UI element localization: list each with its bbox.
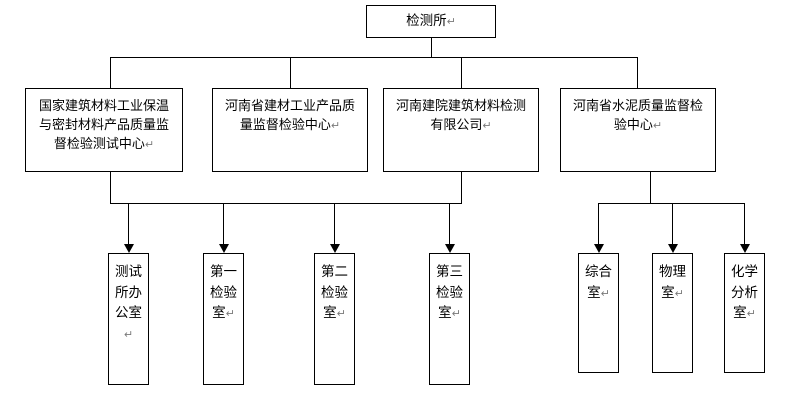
node-tier3-label: 第二检验室↵: [321, 264, 348, 322]
connector-drop-tier3-1: [128, 203, 129, 245]
connector-drop-tier2-b: [290, 57, 291, 88]
node-root-detection-institute[interactable]: 检测所↵: [366, 5, 496, 38]
carriage-return-mark: ↵: [123, 327, 134, 341]
carriage-return-mark: ↵: [446, 14, 456, 28]
node-tier3-label: 第三检验室↵: [436, 264, 463, 322]
node-tier3-first-inspection-room[interactable]: 第一检验室↵: [203, 253, 244, 385]
connector-tier3-bus-right: [598, 203, 745, 204]
connector-drop-tier2-c: [461, 57, 462, 88]
connector-drop-tier3-3: [334, 203, 335, 245]
connector-drop-tier2-d: [637, 57, 638, 88]
node-tier2-henan-building-materials-center[interactable]: 河南省建材工业产品质量监督检验中心↵: [212, 88, 368, 172]
connector-drop-tier3-4: [449, 203, 450, 245]
connector-stem-tier2-a-down: [110, 172, 111, 204]
node-tier2-national-insulation-center[interactable]: 国家建筑材料工业保温与密封材料产品质量监督检验测试中心↵: [25, 88, 183, 172]
carriage-return-mark: ↵: [746, 307, 756, 321]
node-tier3-chemical-analysis-room[interactable]: 化学分析室↵: [724, 253, 765, 373]
arrow-head-tier3-7: [740, 244, 750, 253]
connector-tier2-bus: [110, 57, 638, 58]
carriage-return-mark: ↵: [652, 118, 663, 132]
arrow-head-tier3-6: [668, 244, 678, 253]
carriage-return-mark: ↵: [144, 137, 155, 151]
node-tier2-label: 河南建院建筑材料检测有限公司↵: [395, 99, 526, 133]
connector-drop-tier3-7: [744, 203, 745, 245]
node-tier3-third-inspection-room[interactable]: 第三检验室↵: [429, 253, 470, 385]
connector-root-stem: [431, 38, 432, 58]
carriage-return-mark: ↵: [674, 286, 684, 300]
node-tier3-physics-room[interactable]: 物理室↵: [652, 253, 693, 373]
carriage-return-mark: ↵: [451, 307, 461, 321]
arrow-head-tier3-3: [330, 244, 340, 253]
node-tier3-label: 物理室↵: [659, 264, 686, 301]
carriage-return-mark: ↵: [482, 118, 492, 132]
connector-stem-tier2-d-down: [650, 172, 651, 204]
node-tier2-henan-jianyuan-testing-company[interactable]: 河南建院建筑材料检测有限公司↵: [383, 88, 539, 172]
node-tier3-general-office-room[interactable]: 综合室↵: [578, 253, 619, 373]
node-tier2-henan-cement-quality-center[interactable]: 河南省水泥质量监督检验中心↵: [560, 88, 716, 172]
node-tier3-label: 第一检验室↵: [210, 264, 237, 322]
connector-drop-tier3-2: [223, 203, 224, 245]
connector-drop-tier3-5: [598, 203, 599, 245]
node-tier3-label: 测试所办公室↵: [115, 264, 142, 341]
node-tier2-label: 河南省水泥质量监督检验中心↵: [572, 99, 703, 133]
carriage-return-mark: ↵: [600, 286, 610, 300]
node-tier3-label: 化学分析室↵: [731, 264, 758, 322]
arrow-head-tier3-2: [219, 244, 229, 253]
connector-stem-tier2-c-down: [461, 172, 462, 204]
node-tier3-label: 综合室↵: [585, 264, 612, 301]
arrow-head-tier3-4: [445, 244, 455, 253]
connector-tier3-bus-left: [110, 203, 462, 204]
node-tier2-label: 河南省建材工业产品质量监督检验中心↵: [224, 99, 355, 133]
node-tier3-second-inspection-room[interactable]: 第二检验室↵: [314, 253, 355, 385]
carriage-return-mark: ↵: [225, 307, 235, 321]
connector-drop-tier2-a: [110, 57, 111, 88]
node-tier2-label: 国家建筑材料工业保温与密封材料产品质量监督检验测试中心↵: [38, 99, 169, 152]
arrow-head-tier3-5: [594, 244, 604, 253]
connector-drop-tier3-6: [672, 203, 673, 245]
carriage-return-mark: ↵: [330, 118, 341, 132]
arrow-head-tier3-1: [124, 244, 134, 253]
node-root-label: 检测所↵: [406, 12, 456, 29]
node-tier3-testing-office[interactable]: 测试所办公室↵: [108, 253, 149, 385]
carriage-return-mark: ↵: [336, 307, 346, 321]
